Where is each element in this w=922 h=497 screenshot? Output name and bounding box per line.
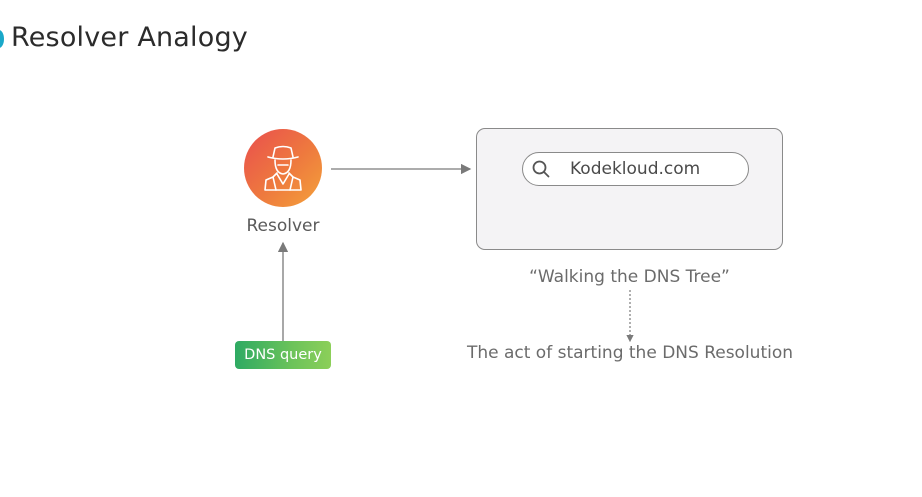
page-title: Resolver Analogy: [11, 22, 248, 53]
resolver-node: [244, 129, 322, 207]
act-caption: The act of starting the DNS Resolution: [466, 343, 794, 363]
search-query-text: Kodekloud.com: [570, 159, 701, 179]
title-bullet: [0, 30, 4, 48]
dns-query-badge: DNS query: [235, 341, 331, 369]
browser-window: Kodekloud.com: [476, 128, 783, 250]
walking-caption: “Walking the DNS Tree”: [529, 267, 730, 287]
search-bar[interactable]: Kodekloud.com: [522, 152, 749, 186]
resolver-label: Resolver: [246, 216, 320, 236]
search-icon: [532, 160, 550, 178]
detective-icon: [264, 145, 302, 191]
